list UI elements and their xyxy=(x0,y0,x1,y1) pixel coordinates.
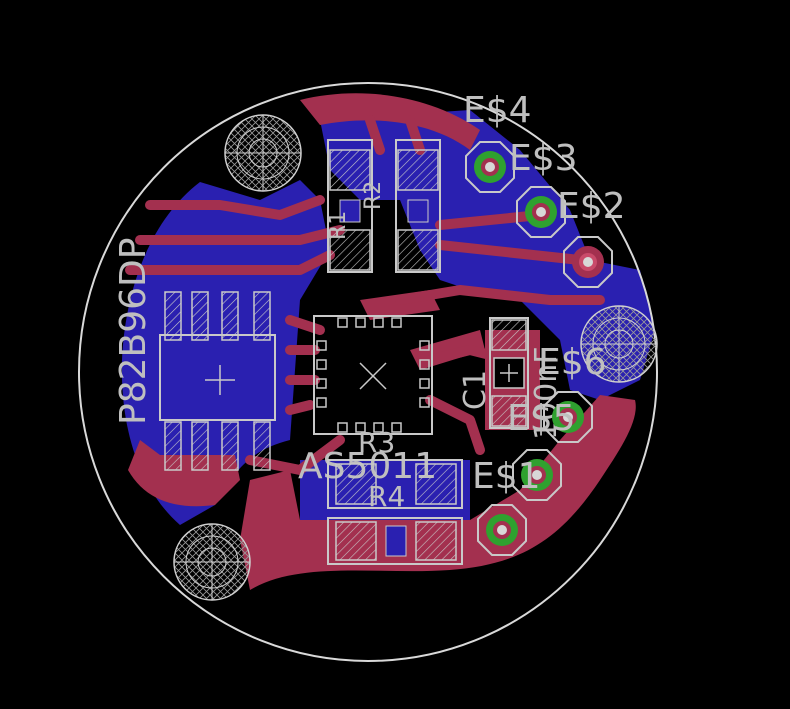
r2-label: R2 xyxy=(361,181,386,210)
pad-e1 xyxy=(477,504,527,556)
r1-footprint xyxy=(327,139,373,273)
e2-label: E$2 xyxy=(557,186,626,227)
r4-footprint xyxy=(327,517,463,565)
e5-label: E$5 xyxy=(507,398,576,439)
top-copper-traces xyxy=(125,115,605,475)
pad-e5 xyxy=(512,449,562,501)
u1-footprint xyxy=(159,291,276,471)
board-outline xyxy=(78,82,658,662)
e3-label: E$3 xyxy=(509,138,578,179)
e4-label: E$4 xyxy=(463,90,532,131)
r2-footprint xyxy=(395,139,441,273)
r3-label: R3 xyxy=(358,426,395,459)
u1-label: P82B96DP xyxy=(113,238,154,425)
e6-label: E$6 xyxy=(538,342,607,383)
r1-label: R1 xyxy=(326,211,351,240)
r3-footprint xyxy=(327,459,463,509)
e1-label: E$1 xyxy=(472,456,541,497)
u2-footprint xyxy=(313,315,433,435)
pad-e6 xyxy=(543,391,593,443)
c1-label: C1 xyxy=(458,370,493,410)
pads xyxy=(465,141,613,556)
mounting-hole-right xyxy=(580,305,658,383)
mounting-holes xyxy=(173,114,658,601)
pad-e4 xyxy=(465,141,515,193)
c1-footprint xyxy=(489,317,529,429)
r4-label: R4 xyxy=(368,480,405,513)
pad-e2 xyxy=(563,236,613,288)
pad-e3 xyxy=(516,186,566,238)
mounting-hole-bottom-left xyxy=(173,523,251,601)
mounting-hole-top-left xyxy=(224,114,302,192)
